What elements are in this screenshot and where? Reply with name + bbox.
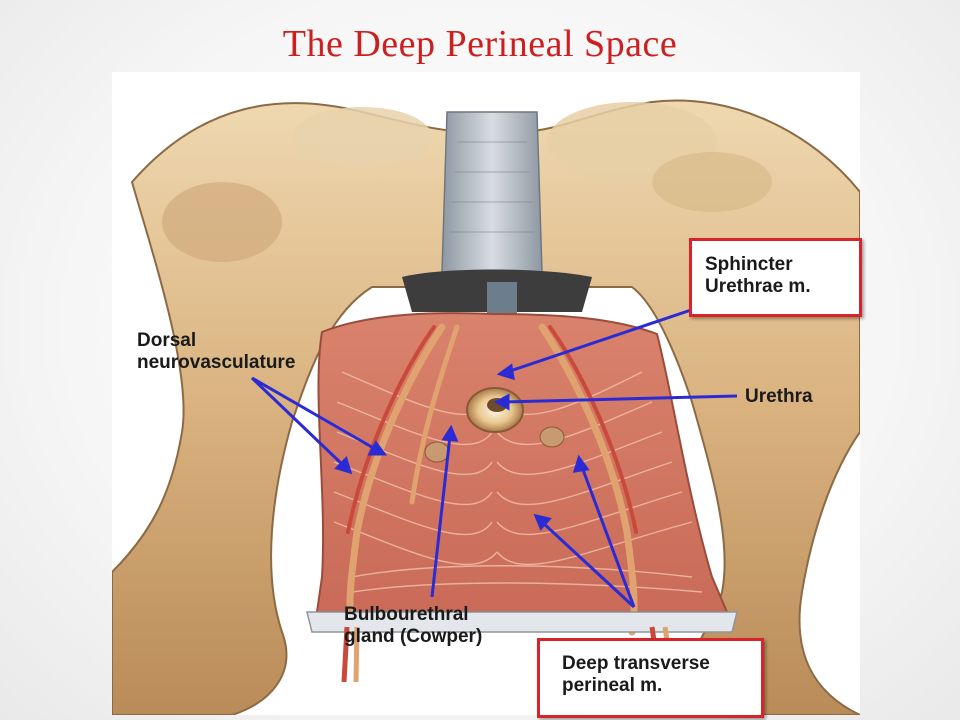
label-dorsal-neurovasculature: Dorsal neurovasculature xyxy=(137,330,295,374)
label-line: Urethrae m. xyxy=(705,276,811,297)
pointer-line-deep-transverse-2 xyxy=(580,466,636,608)
label-line: Sphincter xyxy=(705,254,793,275)
label-line: Dorsal xyxy=(137,330,197,351)
slide-title: The Deep Perineal Space xyxy=(282,23,678,65)
sphincter-highlight-box: Sphincter Urethrae m. xyxy=(689,238,862,317)
anatomy-illustration xyxy=(112,72,860,715)
deep-transverse-highlight-box: Deep transverse perineal m. xyxy=(537,638,764,718)
pointer-line-dorsal-1 xyxy=(251,376,378,452)
bulbourethral-gland-left xyxy=(424,441,450,463)
label-line: gland (Cowper) xyxy=(344,626,483,647)
perineum-drawing xyxy=(112,99,860,715)
label-urethra: Urethra xyxy=(745,386,813,407)
label-bulbourethral-gland: Bulbourethral gland (Cowper) xyxy=(344,604,482,648)
label-line: perineal m. xyxy=(562,675,663,696)
bulbourethral-gland-right xyxy=(539,426,565,448)
label-deep-transverse-perineal: Deep transverse perineal m. xyxy=(540,641,761,697)
pointer-line-bulbourethral xyxy=(430,435,452,598)
label-line: Deep transverse xyxy=(562,653,710,674)
pointer-line-urethra xyxy=(504,394,738,404)
pointer-line-dorsal-2 xyxy=(250,376,346,468)
pointer-line-sphincter xyxy=(506,306,698,374)
label-line: neurovasculature xyxy=(137,352,296,373)
pointer-line-deep-transverse-1 xyxy=(540,520,636,609)
label-sphincter-urethrae: Sphincter Urethrae m. xyxy=(692,241,859,298)
label-line: Bulbourethral xyxy=(344,604,469,625)
